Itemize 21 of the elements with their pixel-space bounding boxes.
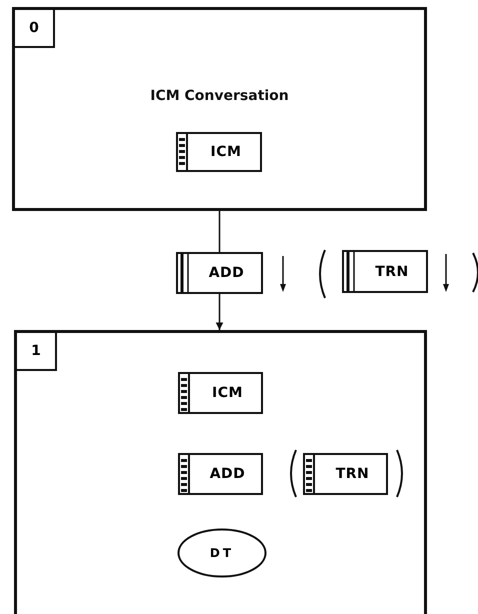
message-card [176,252,263,294]
message-card [178,372,263,414]
oval-node [177,528,267,578]
screen-title: ICM Conversation [149,88,290,104]
card-label: ADD [208,465,246,484]
card-label: TRN [334,465,370,484]
screen-frame [12,7,427,211]
message-card [176,132,262,172]
oval-label: DT [210,546,234,560]
screen-frame [14,330,427,614]
message-card [178,453,263,495]
connector-line [218,211,220,252]
card-label: TRN [374,262,410,282]
message-card [303,453,388,495]
card-label: ICM [210,143,242,162]
screen-number: 0 [15,10,55,48]
card-label: ADD [208,264,246,283]
card-label: ICM [211,384,244,403]
message-card [342,250,428,293]
screen-number: 1 [17,333,57,371]
arrow [216,294,224,330]
